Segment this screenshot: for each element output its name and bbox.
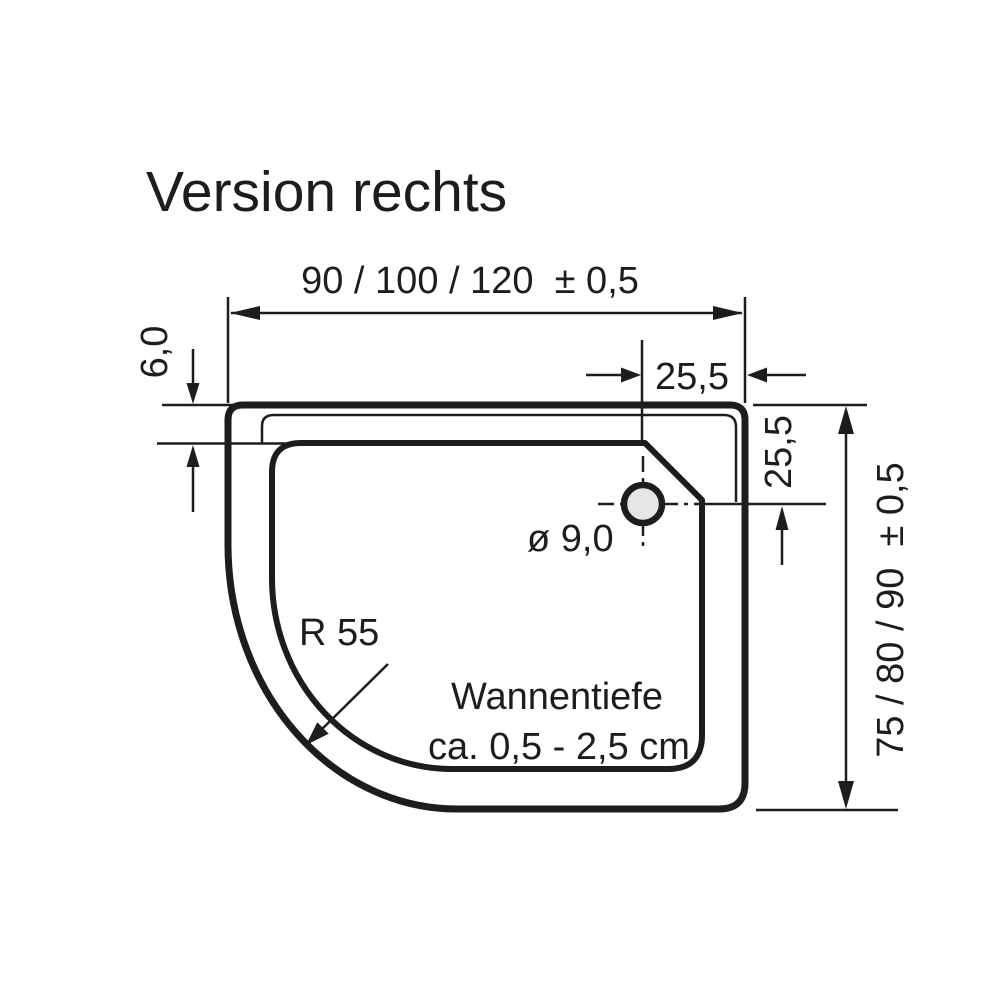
arrowhead-height-bottom — [838, 781, 854, 809]
dim-drain-offset-horizontal-label: 25,5 — [655, 356, 729, 398]
dim-width-label: 90 / 100 / 120 ± 0,5 — [301, 260, 639, 302]
arrowhead-width-right — [713, 306, 743, 320]
dim-drain-diameter-label: ø 9,0 — [527, 518, 614, 560]
arrowhead-offset-up — [775, 506, 789, 530]
dim-drain-offset-vertical-label: 25,5 — [758, 415, 800, 489]
page-title: Version rechts — [146, 160, 507, 224]
arrowhead-height-top — [838, 406, 854, 434]
tray-depth-label-line2: ca. 0,5 - 2,5 cm — [428, 726, 690, 768]
arrowhead-radius — [306, 722, 329, 745]
dim-height-label: 75 / 80 / 90 ± 0,5 — [870, 462, 912, 758]
dim-rim-height-label: 6,0 — [134, 326, 176, 379]
leader-line-radius — [316, 663, 389, 735]
arrowhead-offset-left — [621, 367, 641, 383]
arrowhead-offset-right — [747, 367, 767, 383]
tray-rim-edge-line — [260, 413, 738, 502]
drain-hole — [620, 481, 666, 527]
arrowhead-width-left — [230, 306, 260, 320]
tray-inner-rim-outline — [269, 440, 705, 772]
arrowhead-rim-up — [186, 445, 200, 467]
arrowhead-rim-down — [186, 383, 200, 404]
dim-corner-radius-label: R 55 — [299, 612, 379, 654]
tray-depth-label-line1: Wannentiefe — [451, 676, 663, 718]
